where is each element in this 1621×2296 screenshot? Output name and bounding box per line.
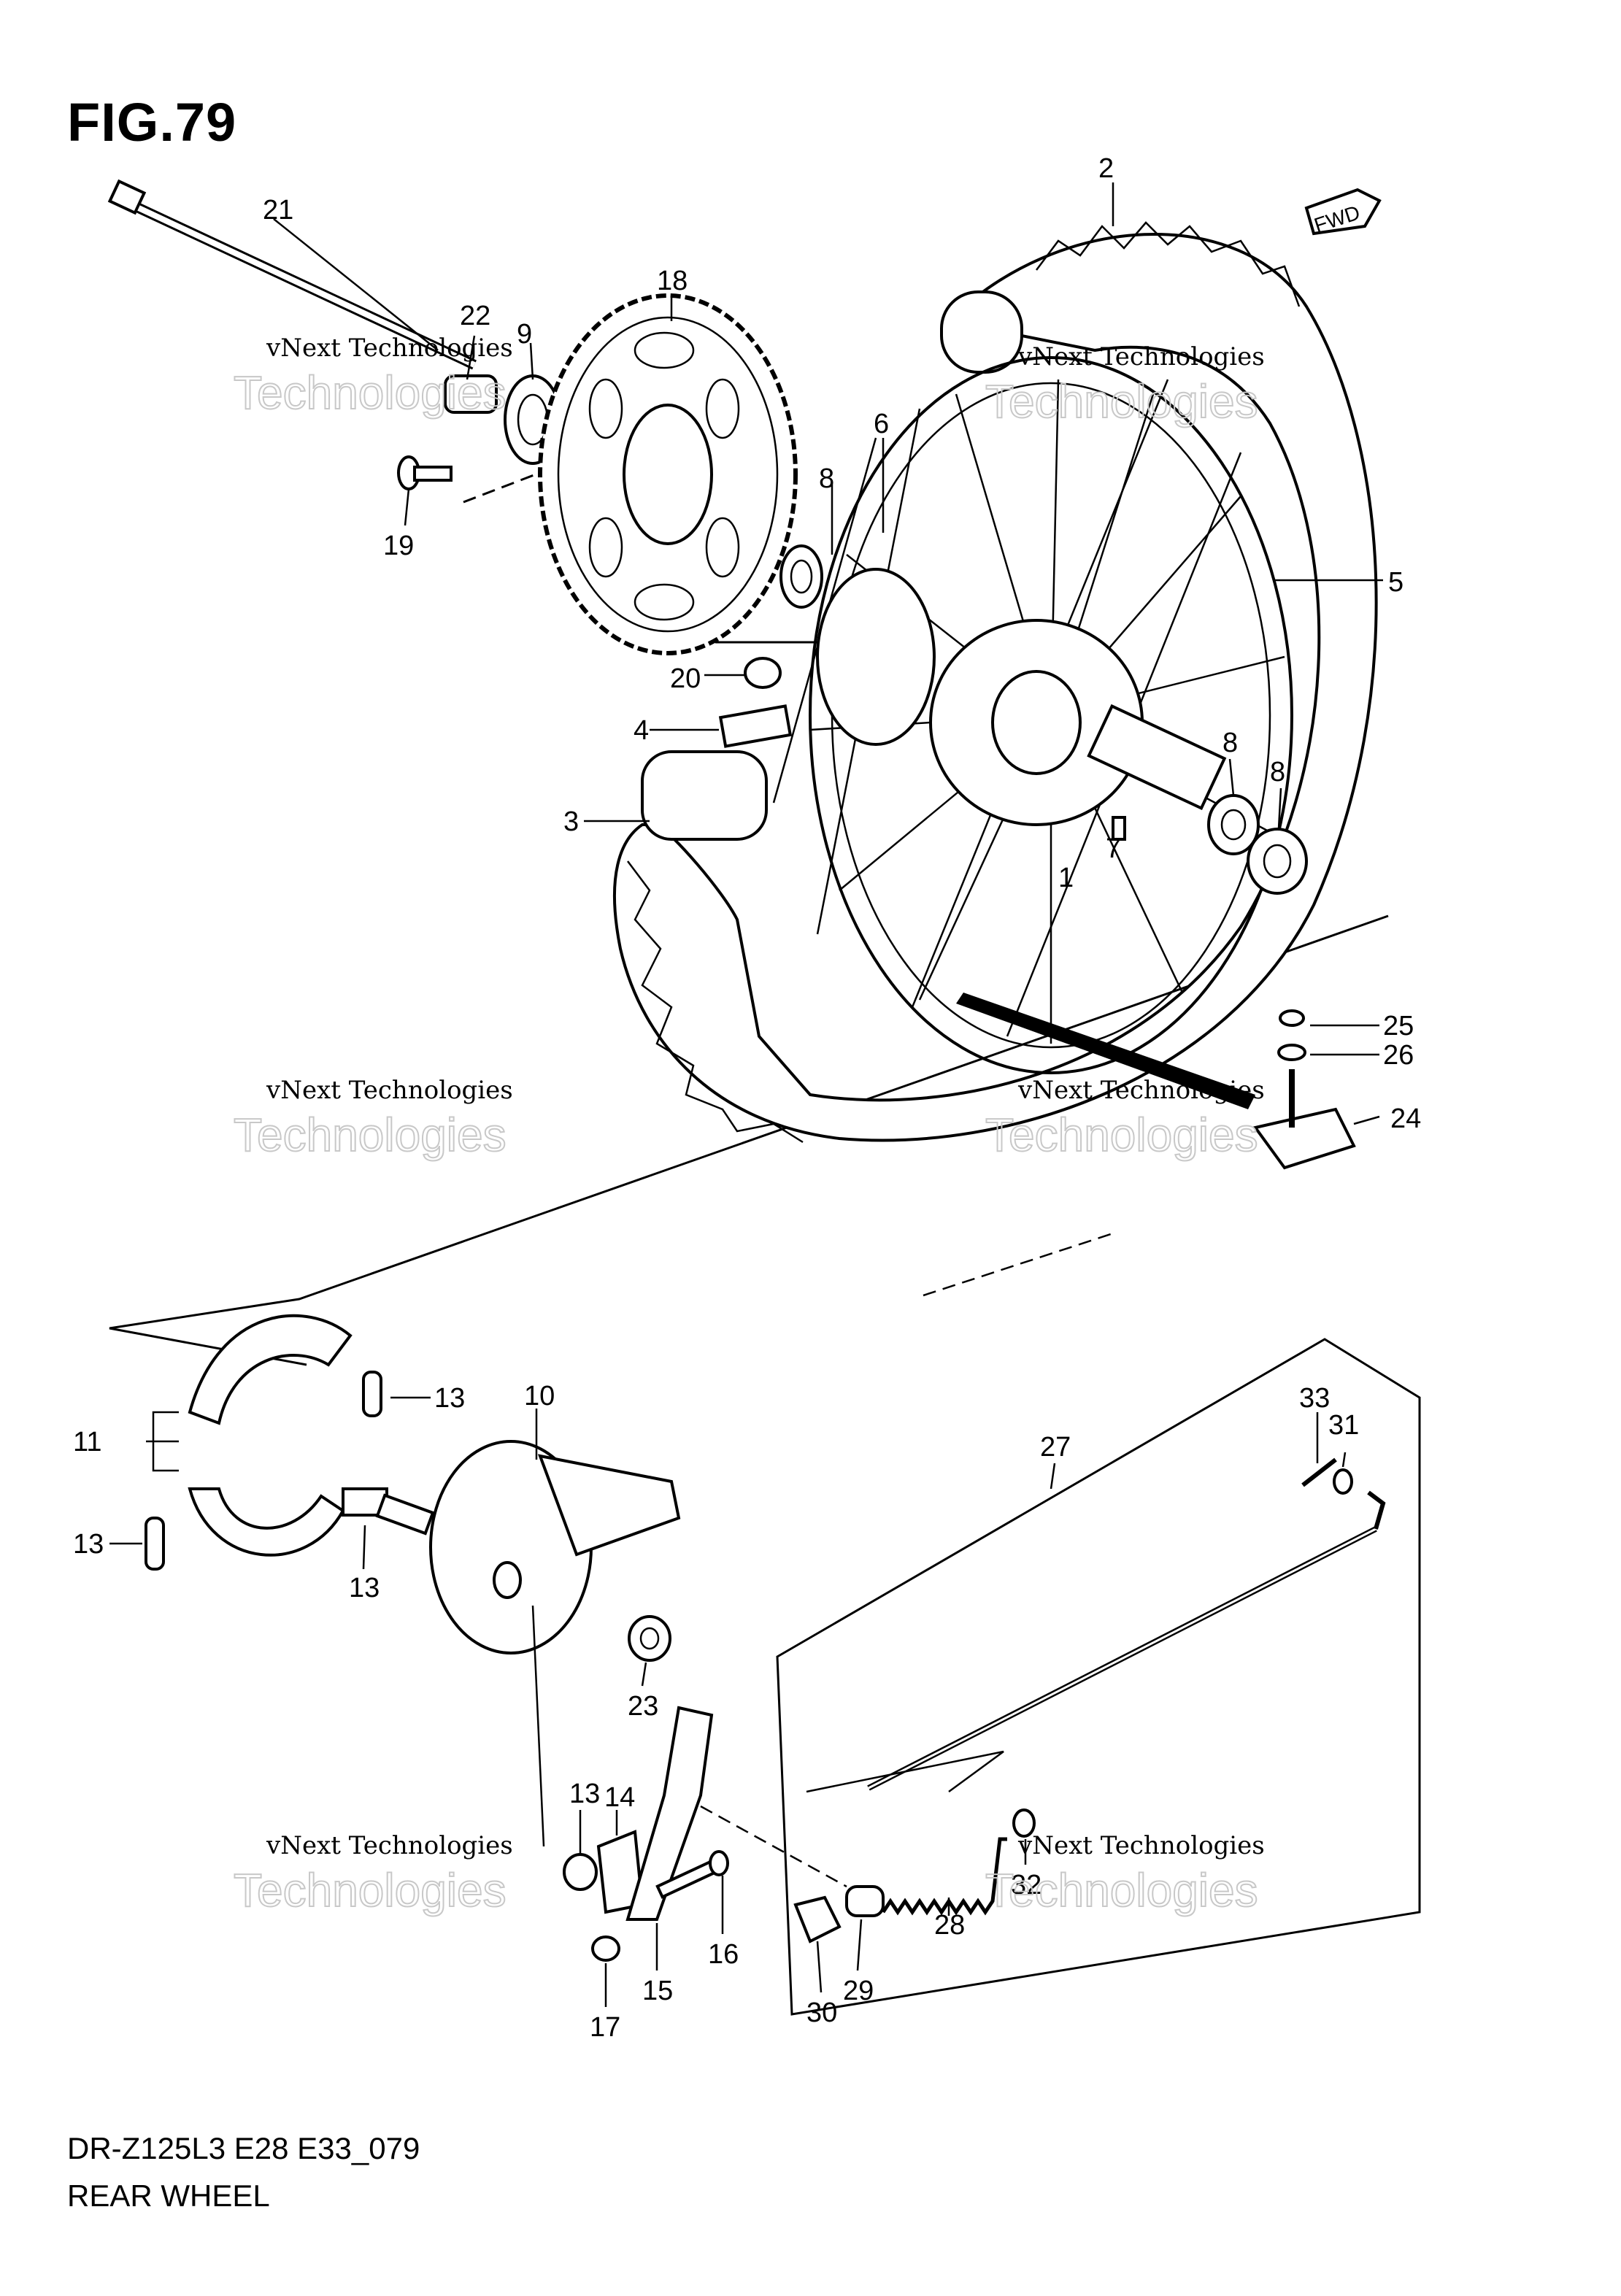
callout-3: 3 <box>563 806 579 837</box>
callout-29: 27 <box>1040 1432 1071 1463</box>
axle <box>107 179 477 370</box>
rear-sprocket <box>538 293 798 655</box>
rear-tire <box>612 221 1378 1144</box>
callout-18: 16 <box>708 1939 739 1970</box>
watermark: vNext Technologies Technologies vNext Te… <box>233 334 1265 1917</box>
brake-shoe-spring-bottom <box>145 1517 165 1571</box>
spoke-nipple <box>1112 816 1126 841</box>
callout-5: 5 <box>1388 567 1404 598</box>
svg-text:Technologies: Technologies <box>234 1864 507 1916</box>
callout-28: 26 <box>1383 1040 1414 1071</box>
callout-24: 22 <box>460 301 490 331</box>
wheel-rim <box>809 356 1293 1074</box>
callout-9: 8 <box>819 463 834 494</box>
adjusting-nut <box>793 1895 842 1943</box>
brake-rod-joint <box>845 1885 885 1917</box>
callout-34: 32 <box>1011 1870 1041 1900</box>
callout-8-second: 8 <box>1270 757 1285 787</box>
brake-rod <box>867 1490 1386 1791</box>
svg-text:vNext Technologies: vNext Technologies <box>1017 1831 1265 1860</box>
callout-35: 33 <box>1299 1383 1330 1414</box>
model-code: DR-Z125L3 E28 E33_079 <box>67 2131 420 2165</box>
diagram-name: REAR WHEEL <box>67 2178 270 2213</box>
callout-13-second: 13 <box>73 1529 104 1560</box>
lever-bolt <box>655 1850 729 1899</box>
svg-text:vNext Technologies: vNext Technologies <box>266 1076 513 1105</box>
hub-bearing-right-outer <box>1247 828 1308 895</box>
callout-2: 2 <box>1098 153 1114 184</box>
svg-text:vNext Technologies: vNext Technologies <box>266 1831 513 1860</box>
callout-32: 30 <box>806 1998 837 2028</box>
rim-lock-washer <box>1277 1044 1306 1061</box>
callout-12: 11 <box>73 1427 101 1457</box>
callout-labels: 2 21 22 9 18 19 6 8 5 20 4 3 8 8 7 1 25 … <box>73 153 1421 2043</box>
callout-7: 7 <box>1106 833 1121 864</box>
svg-text:Technologies: Technologies <box>234 366 507 419</box>
callout-19: 17 <box>590 2012 620 2043</box>
o-ring <box>563 1853 598 1891</box>
rim-lock-nut <box>1279 1009 1305 1027</box>
callout-20: 18 <box>657 266 688 296</box>
callout-13: 13 <box>434 1383 465 1414</box>
svg-text:vNext Technologies: vNext Technologies <box>1017 342 1265 371</box>
callout-14: 13 <box>349 1573 380 1603</box>
leader-lines <box>109 182 1383 2007</box>
parking-brake-kit-frame <box>776 1338 1421 2016</box>
brake-panel <box>429 1440 681 1654</box>
sprocket-bolt <box>397 455 453 490</box>
svg-text:Technologies: Technologies <box>985 1109 1258 1161</box>
svg-text:vNext Technologies: vNext Technologies <box>266 334 513 363</box>
brake-shoes <box>188 1314 353 1557</box>
rod-washer <box>1333 1468 1353 1495</box>
brake-panel-nut <box>628 1615 671 1662</box>
callout-6: 6 <box>874 409 889 439</box>
callout-26: 24 <box>1390 1103 1421 1134</box>
callout-1: 1 <box>1058 863 1074 893</box>
forward-direction-badge: FWD <box>1304 188 1382 236</box>
callout-16: 14 <box>604 1782 635 1813</box>
svg-text:Technologies: Technologies <box>234 1109 507 1161</box>
callout-31: 29 <box>843 1976 874 2006</box>
callout-17: 15 <box>642 1976 673 2006</box>
brake-cam-lever <box>625 1706 714 1921</box>
callout-8: 8 <box>1223 728 1238 758</box>
callout-15: 13 <box>569 1779 600 1809</box>
callout-23: 21 <box>263 195 293 226</box>
spring-washer <box>1012 1808 1036 1838</box>
callout-22: 20 <box>670 663 701 694</box>
brake-shoe-spring-top <box>362 1371 382 1417</box>
sprocket-nut <box>744 657 782 689</box>
figure-title: FIG.79 <box>67 92 237 153</box>
rim-lock <box>1252 1107 1356 1170</box>
callout-27: 25 <box>1383 1011 1414 1041</box>
wheel-hub <box>816 568 1227 826</box>
rim-lock-guide-arrow <box>956 993 1255 1109</box>
callout-33: 31 <box>1328 1410 1359 1441</box>
svg-text:Technologies: Technologies <box>985 375 1258 428</box>
axle-spacer <box>444 374 498 414</box>
callout-21: 19 <box>383 531 414 561</box>
callout-25: 23 <box>628 1691 658 1722</box>
svg-text:Technologies: Technologies <box>985 1864 1258 1916</box>
callout-30: 28 <box>934 1910 965 1941</box>
brake-cam <box>342 1487 435 1536</box>
callout-10: 9 <box>517 319 532 350</box>
callout-4: 4 <box>634 715 649 746</box>
hub-bearing-left <box>779 544 823 609</box>
lever-nut <box>591 1935 620 1962</box>
svg-text:vNext Technologies: vNext Technologies <box>1017 1076 1265 1105</box>
callout-11: 10 <box>524 1381 555 1411</box>
brake-rod-spring <box>881 1837 1007 1916</box>
rim-band <box>718 704 793 748</box>
cotter-pin <box>1301 1457 1337 1487</box>
